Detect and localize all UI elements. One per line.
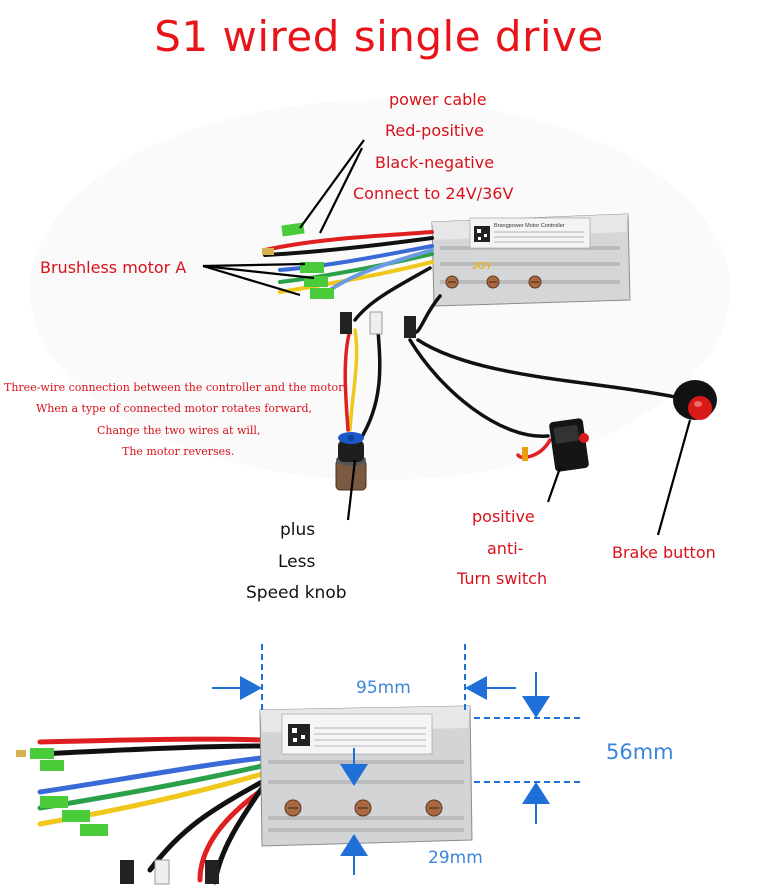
note-line-2: When a type of connected motor rotates f… xyxy=(36,402,313,415)
label-less: Less xyxy=(278,552,316,572)
label-speed-knob: Speed knob xyxy=(246,583,347,603)
turn-switch xyxy=(522,418,589,472)
note-line-4: The motor reverses. xyxy=(122,445,235,458)
label-plus: plus xyxy=(280,520,316,540)
label-voltage: Connect to 24V/36V xyxy=(353,184,514,203)
label-black-negative: Black-negative xyxy=(375,153,495,172)
dimension-width: 95mm xyxy=(356,678,411,698)
dimension-diagram xyxy=(0,620,758,895)
label-anti: anti- xyxy=(487,539,524,558)
motor-wires xyxy=(263,230,434,294)
brake-button xyxy=(673,380,717,420)
dimension-height: 56mm xyxy=(606,740,674,764)
label-brushless-motor: Brushless motor A xyxy=(40,258,187,277)
note-line-1: Three-wire connection between the contro… xyxy=(4,381,348,394)
controller-bottom xyxy=(259,705,473,847)
label-positive: positive xyxy=(472,507,535,526)
pointer-lines xyxy=(202,139,692,536)
controller-top: Brangpower Motor Controller JOY xyxy=(431,213,631,307)
label-brake-button: Brake button xyxy=(612,543,716,562)
diagram-title: S1 wired single drive xyxy=(154,12,604,61)
label-red-positive: Red-positive xyxy=(385,121,484,140)
label-turn-switch: Turn switch xyxy=(457,569,548,588)
wiring-diagram: Brangpower Motor Controller JOY xyxy=(202,139,717,536)
note-line-3: Change the two wires at will, xyxy=(97,424,261,437)
speed-knob xyxy=(335,432,367,491)
dimension-lines xyxy=(212,644,582,875)
dimension-depth: 29mm xyxy=(428,848,483,868)
label-power-cable: power cable xyxy=(389,90,487,109)
controller-label: Brangpower Motor Controller xyxy=(494,223,565,229)
controller-brand: JOY xyxy=(472,261,492,272)
